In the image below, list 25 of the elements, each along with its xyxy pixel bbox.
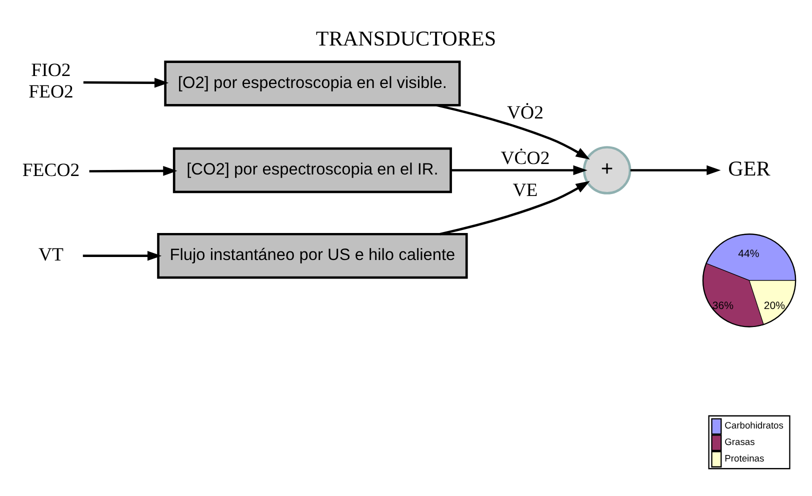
legend-label: Carbohidratos [724, 420, 784, 430]
arrow [436, 104, 590, 159]
node-box: [CO2] por espectroscopia en el IR. [172, 146, 452, 193]
legend-label: Grasas [724, 436, 756, 447]
node-box: [O2] por espectroscopia en el visible. [164, 60, 461, 106]
edge-label: VĊO2 [500, 148, 550, 169]
text: 20% [764, 299, 786, 312]
node-text: FIO2 FEO2 [28, 60, 74, 102]
node-text: FECO2 [22, 159, 80, 180]
text: 36% [712, 299, 734, 312]
arrow [82, 250, 162, 260]
legend-label: Proteinas [724, 452, 765, 463]
node-circle: + [582, 146, 632, 194]
node-text: VT [38, 244, 64, 265]
arrow [630, 164, 721, 175]
edge-label: VȮ2 [507, 102, 544, 123]
arrow [440, 180, 590, 235]
node-box: Flujo instantáneo por US e hilo caliente [157, 232, 468, 278]
arrow [89, 165, 178, 176]
text: 44% [738, 248, 760, 260]
diagram-title: TRANSDUCTORES [316, 26, 496, 50]
arrow [83, 77, 169, 88]
node-text: GER [728, 156, 770, 180]
edge-label: VE [512, 179, 538, 200]
arrow [451, 164, 588, 175]
